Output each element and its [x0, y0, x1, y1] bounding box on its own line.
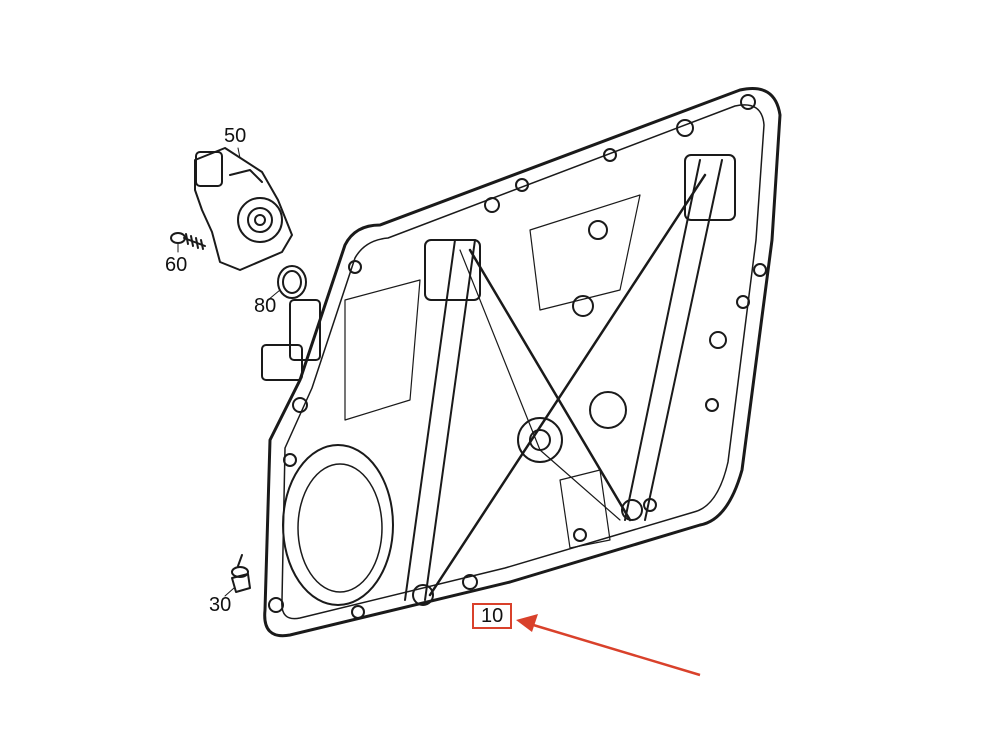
leader-30 — [224, 587, 235, 597]
window-motor — [194, 147, 293, 271]
leader-50 — [237, 147, 241, 159]
bolt — [231, 554, 251, 593]
callout-10: 10 — [481, 605, 504, 627]
callout-80: 80 — [254, 295, 277, 317]
door-carrier-plate — [261, 87, 782, 638]
highlight-box — [472, 603, 512, 629]
leader-80 — [267, 289, 281, 301]
screw — [170, 232, 206, 250]
callout-60: 60 — [165, 254, 188, 276]
highlight-arrow — [516, 614, 701, 677]
callout-30: 30 — [209, 594, 232, 616]
callout-50: 50 — [224, 125, 247, 147]
seal-ring — [277, 265, 307, 299]
